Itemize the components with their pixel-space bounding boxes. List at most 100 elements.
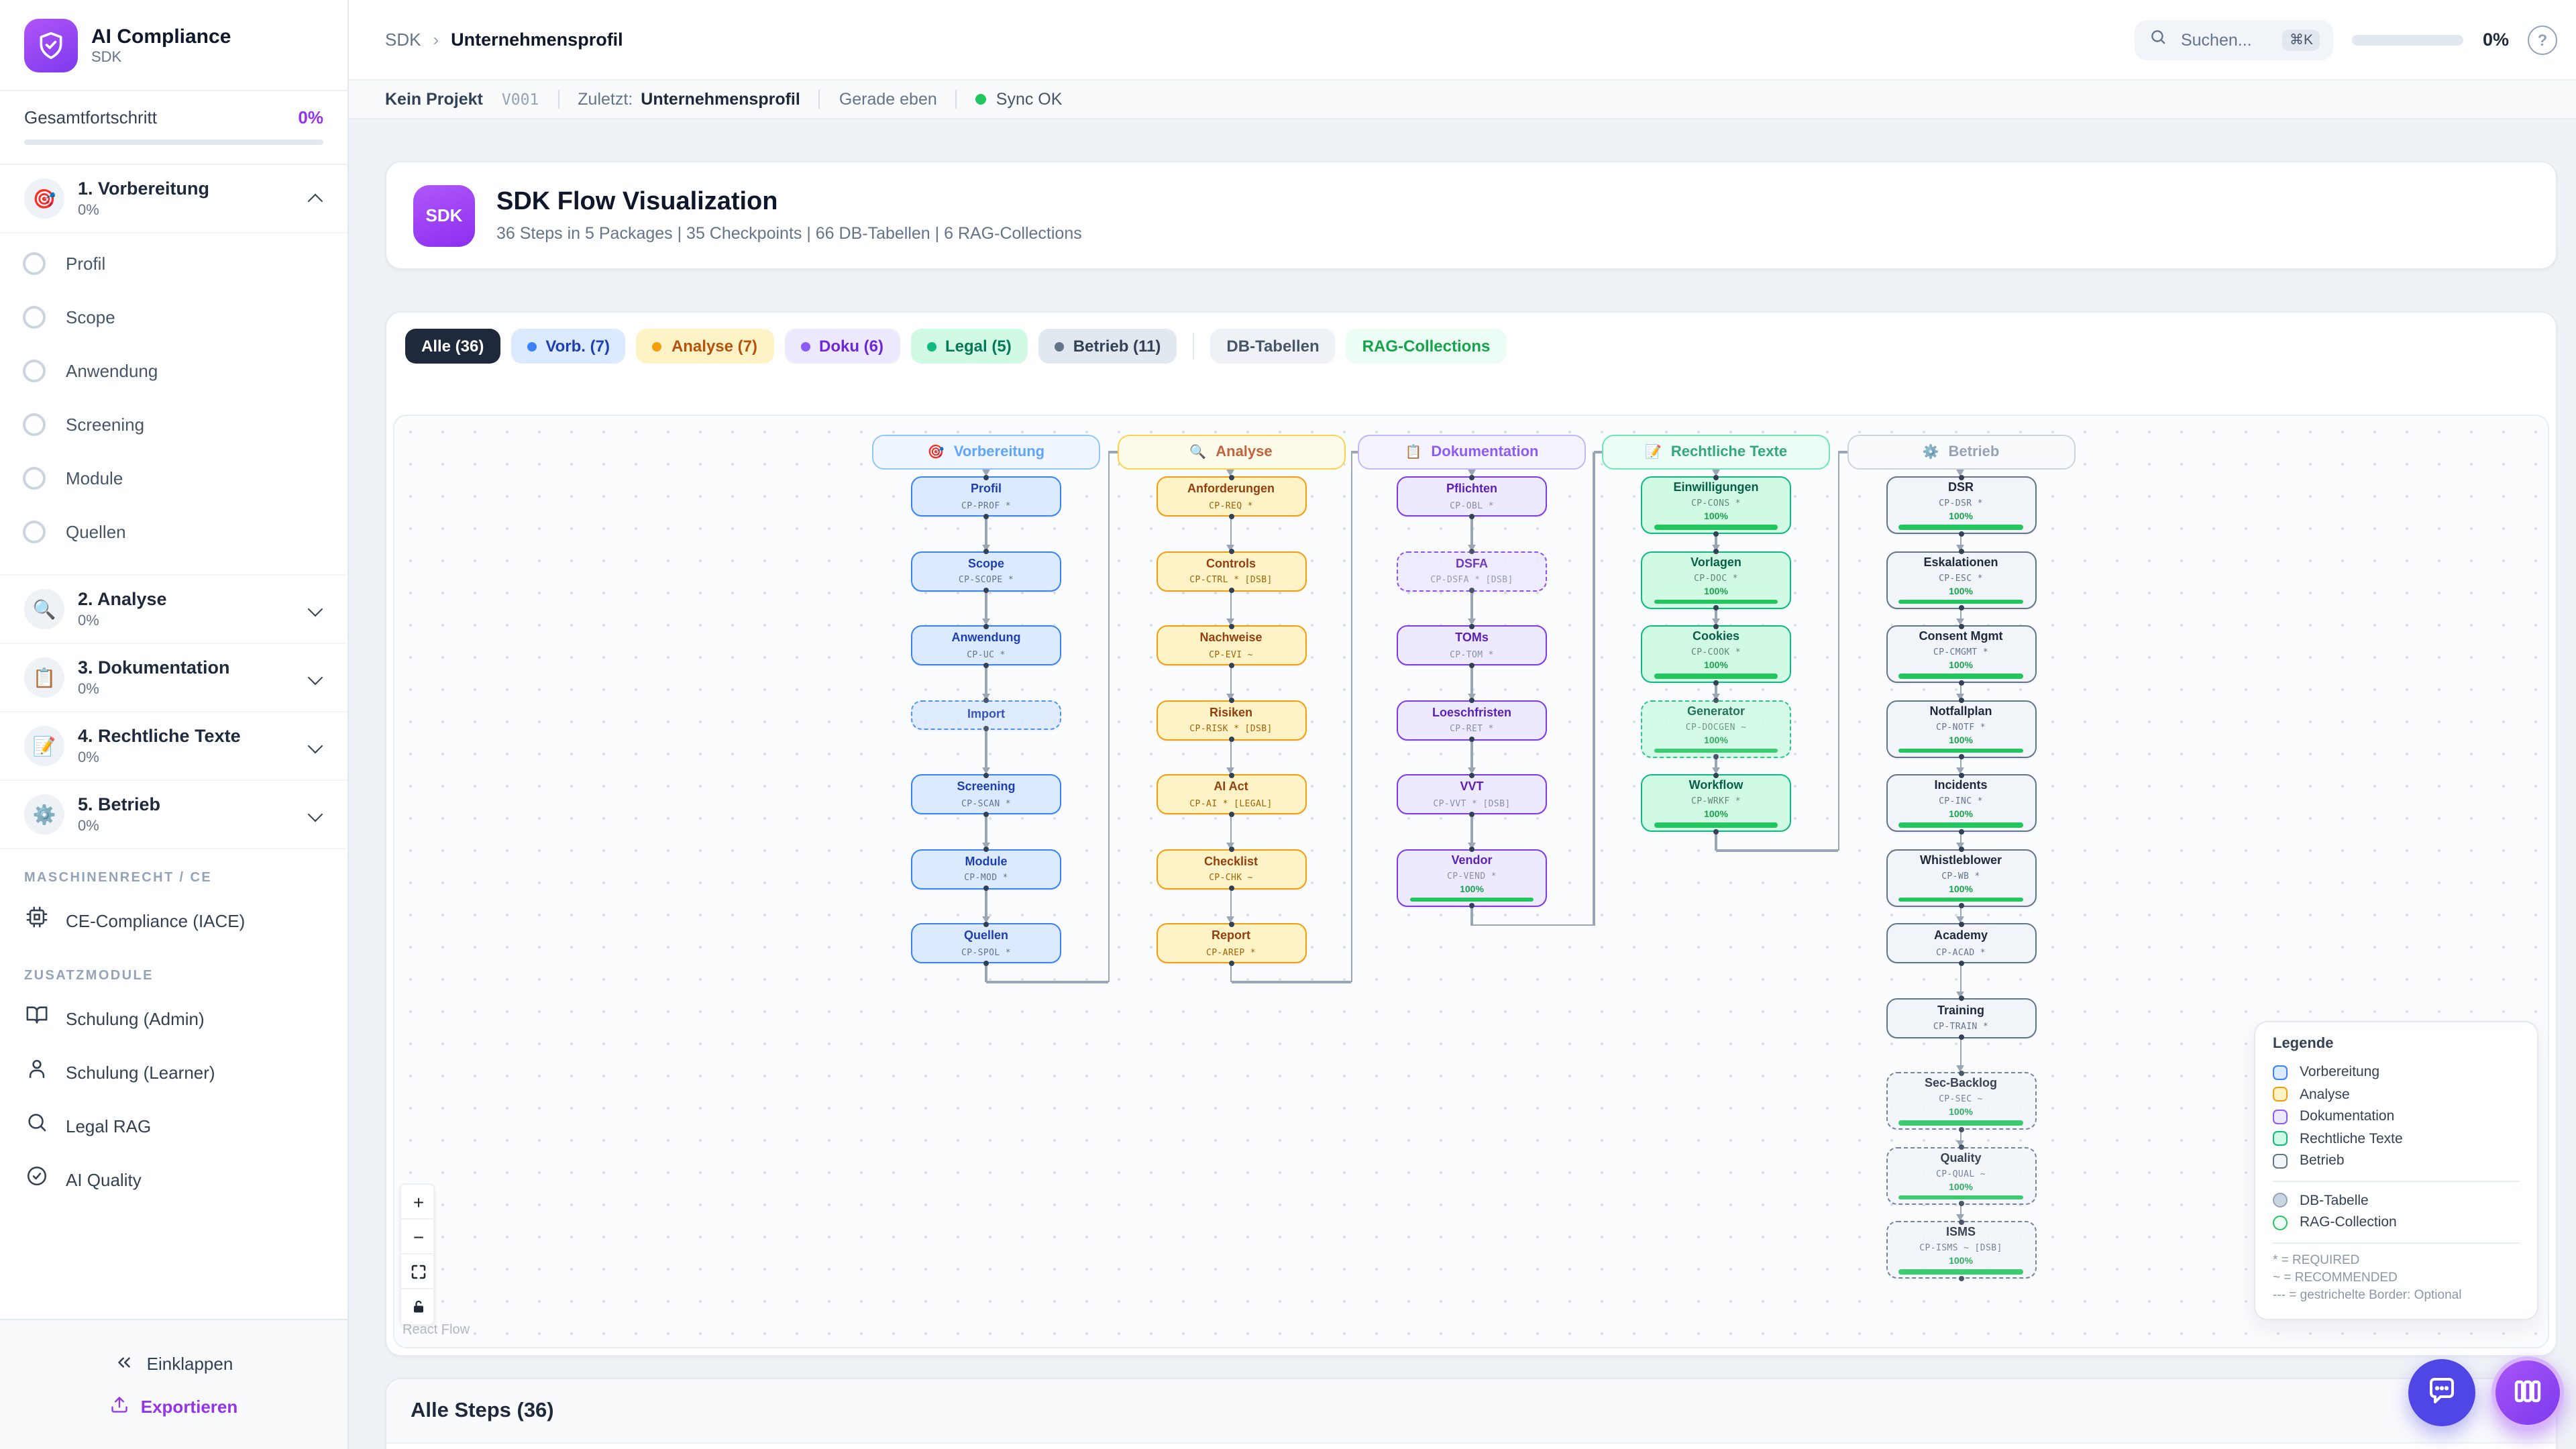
flow-edge-arrow-icon <box>1467 619 1475 625</box>
filter-button-vorb-7[interactable]: Vorb. (7) <box>511 329 626 364</box>
legend-item: Analyse <box>2273 1083 2520 1106</box>
filter-button-doku-6[interactable]: Doku (6) <box>784 329 900 364</box>
filter-button-betrieb-11[interactable]: Betrieb (11) <box>1038 329 1177 364</box>
zoom-out-button[interactable]: − <box>401 1220 433 1254</box>
flow-edge <box>1838 451 1847 453</box>
sync-dot-icon <box>975 94 987 105</box>
filter-button-alle-36[interactable]: Alle (36) <box>405 329 500 364</box>
package-header-betrieb[interactable]: ⚙️Betrieb <box>1847 435 2075 470</box>
legend-title: Legende <box>2273 1036 2334 1052</box>
collapse-label: Einklappen <box>146 1354 233 1374</box>
book-icon <box>25 1004 48 1033</box>
export-button[interactable]: Exportieren <box>110 1395 237 1417</box>
sidebar-item-ai-quality[interactable]: AI Quality <box>0 1152 347 1206</box>
sidebar-item-schulung-learner[interactable]: Schulung (Learner) <box>0 1045 347 1099</box>
package-header-vorbereitung[interactable]: 🎯Vorbereitung <box>872 435 1100 470</box>
filter-button-analyse-7[interactable]: Analyse (7) <box>636 329 773 364</box>
version-badge: V001 <box>501 90 539 109</box>
sidebar-item-ce-compliance[interactable]: CE-Compliance (IACE) <box>0 894 347 947</box>
step-radio-icon <box>23 359 46 382</box>
breadcrumb-root[interactable]: SDK <box>385 30 421 50</box>
filter-button-legal-5[interactable]: Legal (5) <box>910 329 1028 364</box>
package-header-rechtliche-texte[interactable]: 📝Rechtliche Texte <box>1602 435 1830 470</box>
sidebar-step-scope[interactable]: Scope <box>0 290 347 343</box>
filter-button-db-tabellen[interactable]: DB-Tabellen <box>1210 329 1336 364</box>
sidebar-item-legal-rag[interactable]: Legal RAG <box>0 1099 347 1152</box>
legend-note: ~ = RECOMMENDED <box>2273 1270 2398 1285</box>
package-header-dokumentation[interactable]: 📋Dokumentation <box>1358 435 1586 470</box>
sidebar-step-profil[interactable]: Profil <box>0 236 347 290</box>
package-header-analyse[interactable]: 🔍Analyse <box>1117 435 1345 470</box>
chat-fab-button[interactable] <box>2408 1359 2475 1426</box>
overall-progress-bar <box>24 140 323 145</box>
flow-node-import[interactable]: Import <box>911 698 1061 731</box>
sidebar-step-module[interactable]: Module <box>0 451 347 504</box>
sidebar-step-screening[interactable]: Screening <box>0 397 347 451</box>
breadcrumb-current: Unternehmensprofil <box>451 30 623 50</box>
zoom-in-button[interactable]: + <box>401 1185 433 1220</box>
panel-fab-button[interactable] <box>2491 1356 2564 1429</box>
filter-button-rag-collections[interactable]: RAG-Collections <box>1346 329 1507 364</box>
flow-edge-arrow-icon <box>1226 544 1234 551</box>
help-icon[interactable]: ? <box>2528 25 2557 54</box>
sidebar-item-schulung-admin[interactable]: Schulung (Admin) <box>0 991 347 1045</box>
sidebar-step-anwendung[interactable]: Anwendung <box>0 343 347 397</box>
flow-edge <box>985 889 987 918</box>
user-icon <box>25 1057 48 1087</box>
node-code: CP-AI * [LEGAL] <box>1189 798 1273 809</box>
search-input[interactable] <box>2178 29 2272 50</box>
overall-progress-label: Gesamtfortschritt <box>24 107 157 127</box>
flow-edge-arrow-icon <box>1956 619 1964 625</box>
flow-edge <box>1350 452 1352 982</box>
legend-divider <box>2273 1242 2520 1243</box>
search-input-wrap[interactable]: ⌘K <box>2135 19 2334 60</box>
fit-view-button[interactable] <box>401 1254 433 1289</box>
sidebar-step-quellen[interactable]: Quellen <box>0 504 347 558</box>
filter-divider <box>1193 333 1195 360</box>
node-progress-bar <box>1898 525 2023 530</box>
collapse-button[interactable]: Einklappen <box>115 1352 233 1376</box>
lock-button[interactable] <box>401 1289 433 1324</box>
